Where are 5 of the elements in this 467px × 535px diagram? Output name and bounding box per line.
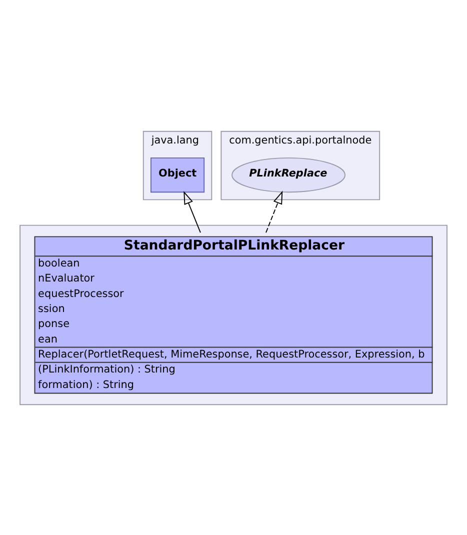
node-ellipse: PLinkReplace [232, 156, 346, 192]
arrow [266, 190, 283, 232]
arrow [184, 190, 201, 232]
node-box: Object [150, 156, 205, 192]
cluster [20, 224, 448, 405]
